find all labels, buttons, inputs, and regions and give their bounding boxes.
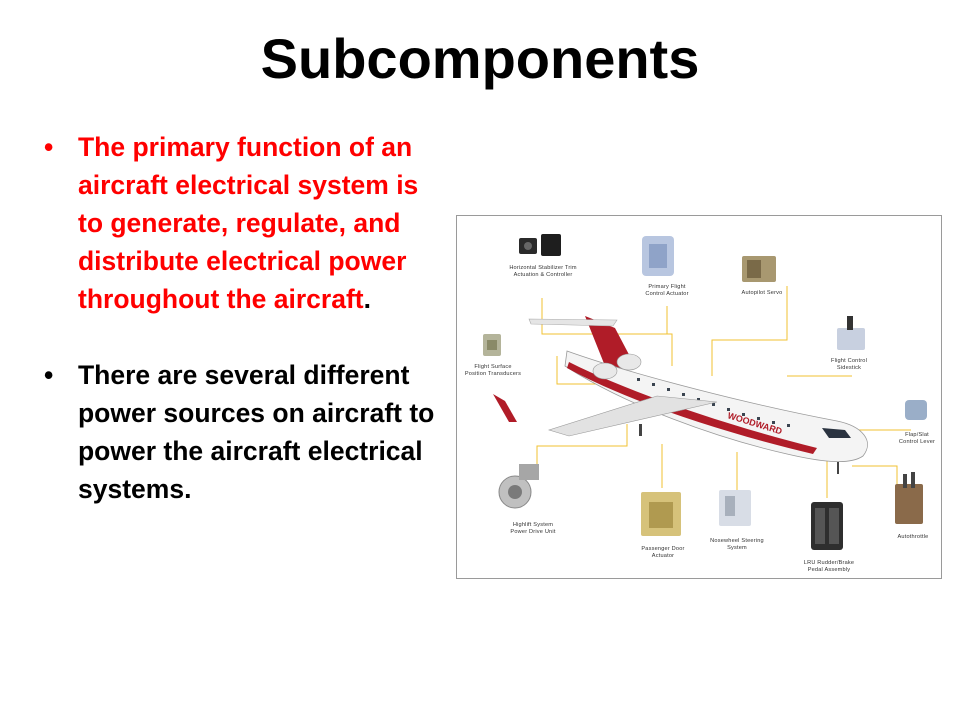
label-nosewheel-1: Nosewheel Steering [710,538,764,544]
label-flap-slat-2: Control Lever [899,439,935,445]
component-highlift-pdu: Highlift System Power Drive Unit [498,464,556,535]
component-primary-flight-actuator: Primary Flight Control Actuator [642,236,688,297]
label-primary-flight-2: Control Actuator [645,291,688,297]
connector-lines [536,286,911,498]
label-sidestick-2: Sidestick [837,365,861,371]
component-flight-surface-transducers: Flight Surface Position Transducers [465,334,521,377]
label-door-actuator-1: Passenger Door [641,546,684,552]
label-pedal-2: Pedal Assembly [808,567,851,573]
fuselage [564,350,868,462]
component-flap-slat-lever: Flap/Slat Control Lever [899,400,935,445]
horizontal-stabilizer [528,318,618,327]
slide-title: Subcomponents [260,27,700,90]
bullet-period: . [363,284,371,314]
cockpit-window [822,428,851,438]
label-highlift-1: Highlift System [513,522,553,528]
bullet-list: • The primary function of an aircraft el… [40,128,450,508]
aircraft-diagram: WOODWARD Horizontal Stabilizer Trim Actu… [465,234,935,573]
label-hstab-trim-2: Actuation & Controller [514,272,573,278]
label-door-actuator-2: Actuator [652,553,674,559]
bullet-dot: • [44,132,54,162]
label-primary-flight-1: Primary Flight [648,284,686,290]
label-highlift-2: Power Drive Unit [510,529,555,535]
component-autothrottle: Autothrottle [895,472,928,540]
label-pedal-1: LRU Rudder/Brake [804,560,854,566]
bullet-dot: • [44,360,54,390]
bullet-text: There are several different power source… [78,360,435,504]
wing [547,395,718,437]
bullet-item-power-sources: • There are several different power sour… [40,356,450,508]
component-hstab-trim: Horizontal Stabilizer Trim Actuation & C… [509,234,577,278]
component-rudder-brake-pedal: LRU Rudder/Brake Pedal Assembly [804,502,854,573]
component-passenger-door-actuator: Passenger Door Actuator [641,492,684,559]
label-hstab-trim-1: Horizontal Stabilizer Trim [509,265,577,271]
label-autothrottle: Autothrottle [897,534,928,540]
label-autopilot-servo: Autopilot Servo [742,290,783,296]
label-sidestick-1: Flight Control [831,358,867,364]
label-transducers-1: Flight Surface [474,364,511,370]
bullet-text: The primary function of an aircraft elec… [78,132,419,314]
label-flap-slat-1: Flap/Slat [905,432,929,438]
label-transducers-2: Position Transducers [465,371,521,377]
component-autopilot-servo: Autopilot Servo [742,256,783,296]
bullet-item-primary-function: • The primary function of an aircraft el… [40,128,450,318]
component-flight-control-sidestick: Flight Control Sidestick [831,316,867,371]
label-nosewheel-2: System [727,545,747,551]
aircraft-subcomponents-figure: WOODWARD Horizontal Stabilizer Trim Actu… [456,215,942,579]
engine [616,353,642,371]
aircraft-illustration: WOODWARD [493,316,868,474]
engine [592,362,618,380]
component-nosewheel-steering: Nosewheel Steering System [710,490,764,551]
